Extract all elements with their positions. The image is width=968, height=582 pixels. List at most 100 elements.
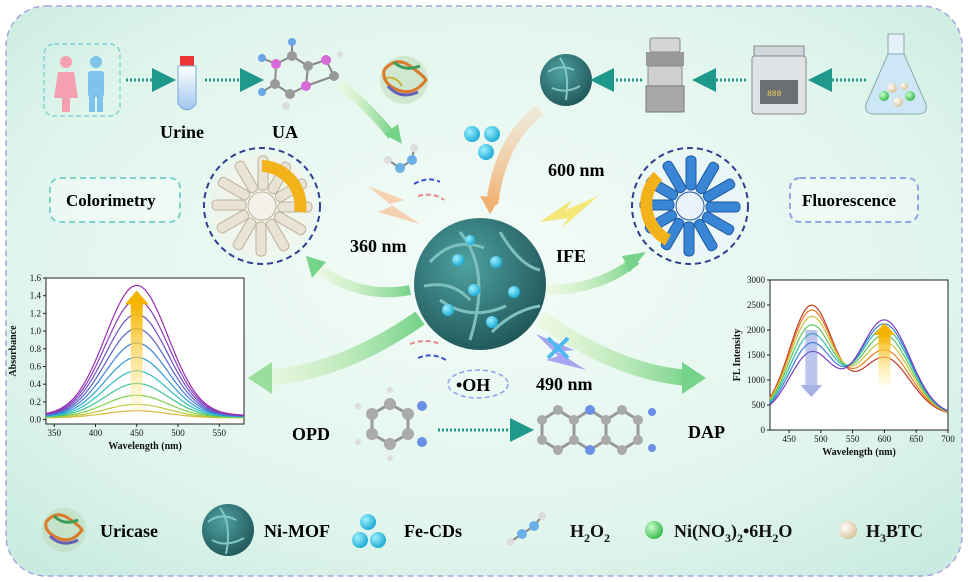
ni-mof-small-icon: [540, 54, 592, 106]
autoclave-icon: [645, 37, 685, 113]
decrease-arrow-shaft: [805, 330, 818, 385]
y-tick-label: 1.4: [30, 291, 42, 301]
svg-text:888: 888: [767, 90, 782, 99]
x-tick-label: 500: [171, 428, 185, 438]
legend-ni-mof-icon: [202, 504, 254, 556]
arrow-head-fluorescence-dial: [622, 252, 646, 272]
h2o2-molecule-icon: [384, 144, 418, 173]
absorbance-series-line: [45, 370, 244, 418]
y-tick-label: 0.2: [30, 397, 41, 407]
legend-ni-salt-label: Ni(NO3)2•6H2O: [674, 521, 792, 545]
fl-series-line: [769, 309, 949, 413]
uricase-protein-icon: [380, 56, 428, 104]
absorbance-series-line: [45, 356, 244, 417]
y-tick-label: 3000: [747, 275, 766, 285]
y-tick-label: 0.0: [30, 415, 42, 425]
nm360-label: 360 nm: [350, 236, 407, 256]
fl-series-line: [769, 315, 949, 413]
plot-area: [45, 277, 245, 425]
increase-arrow-shaft: [878, 335, 891, 385]
legend-uricase-label: Uricase: [100, 521, 158, 541]
ni-mof-fe-cds-composite-icon: [414, 218, 546, 350]
legend: Uricase Ni-MOF Fe-CDs H2O2 Ni(NO3)2•6H2O…: [42, 504, 923, 556]
arrow-mof-to-absorbance-plot: [261, 311, 425, 386]
legend-h3btc-label: H3BTC: [866, 521, 923, 545]
dna-strand-icon: [413, 178, 445, 201]
x-tick-label: 500: [814, 434, 828, 444]
y-tick-label: 0.8: [30, 344, 42, 354]
people-icon: [43, 43, 121, 117]
fl-series-line: [769, 319, 949, 412]
absorbance-series-line: [45, 382, 245, 418]
legend-h2o2-icon: [506, 512, 546, 546]
arrow-head-fl: [682, 362, 706, 394]
y-tick-label: 0.6: [30, 361, 42, 371]
x-tick-label: 400: [89, 428, 103, 438]
dap-label: DAP: [688, 422, 725, 442]
y-tick-label: 1000: [747, 375, 766, 385]
y-tick-label: 1.6: [30, 273, 42, 283]
y-tick-label: 0: [761, 425, 766, 435]
x-tick-label: 650: [909, 434, 923, 444]
opd-molecule-icon: [355, 387, 427, 461]
blocked-490-lightning-icon: [536, 334, 586, 370]
ife-label: IFE: [556, 246, 586, 266]
fl-series-line: [769, 304, 949, 414]
absorbance-series-line: [45, 342, 244, 417]
y-tick-label: 2500: [747, 300, 766, 310]
arrow-head-uricase: [384, 124, 402, 144]
x-tick-label: 450: [130, 428, 144, 438]
arrow-head-colorimetry-dial: [306, 256, 326, 278]
arrow-mof-to-fl-plot: [535, 311, 691, 386]
x-tick-label: 350: [48, 428, 62, 438]
lightning-360-icon: [368, 186, 420, 224]
colorimetry-dial-icon: [203, 147, 321, 265]
colorimetry-box: Colorimetry: [49, 177, 181, 223]
arrow-head-absorbance: [248, 362, 272, 394]
legend-ni-salt-icon: [645, 521, 663, 539]
urine-tube-icon: [177, 56, 197, 111]
fl-series-line: [769, 324, 949, 413]
absorbance-series-line: [45, 394, 245, 418]
x-tick-label: 450: [782, 434, 796, 444]
nm490-label: 490 nm: [536, 374, 593, 394]
absorbance-series-line: [45, 284, 245, 416]
fluorescence-dial-icon: [631, 147, 749, 265]
absorbance-series-line: [45, 403, 244, 419]
y-tick-label: 2000: [747, 325, 766, 335]
legend-h2o2-label: H2O2: [570, 521, 610, 545]
ua-molecule-icon: [258, 38, 343, 110]
lightning-600-icon: [540, 196, 598, 228]
x-tick-label: 550: [213, 428, 227, 438]
y-axis-title: Absorbance: [8, 325, 19, 377]
oh-label: •OH: [456, 375, 490, 395]
increase-arrow-head: [873, 323, 896, 335]
y-tick-label: 1500: [747, 350, 766, 360]
dap-molecule-icon: [537, 405, 656, 455]
x-tick-label: 550: [846, 434, 860, 444]
legend-uricase-icon: [42, 508, 86, 552]
x-tick-label: 700: [941, 434, 955, 444]
y-tick-label: 0.4: [30, 379, 42, 389]
fl-series-line: [769, 327, 949, 412]
y-axis-title: FL Intensity: [732, 329, 743, 382]
opd-label: OPD: [292, 424, 330, 444]
decrease-arrow-head: [800, 385, 823, 397]
increase-arrow-head: [124, 290, 149, 305]
fluorescence-label: Fluorescence: [802, 191, 897, 210]
fl-series-line: [769, 323, 949, 412]
legend-fe-cds-label: Fe-CDs: [404, 521, 462, 541]
legend-fe-cds-icon: [352, 514, 386, 548]
increase-arrow-shaft: [130, 304, 143, 411]
fluorescence-box: Fluorescence: [789, 177, 919, 223]
x-axis-title: Wavelength (nm): [108, 441, 182, 452]
absorbance-series-line: [45, 328, 245, 417]
fe-cds-cluster-icon: [464, 126, 500, 160]
flask-icon: [865, 33, 927, 115]
ultrasonic-cleaner-icon: 888: [751, 45, 807, 115]
arrow-head-fe-cds: [480, 196, 500, 214]
arrow-fe-cds-to-mof: [486, 105, 544, 205]
